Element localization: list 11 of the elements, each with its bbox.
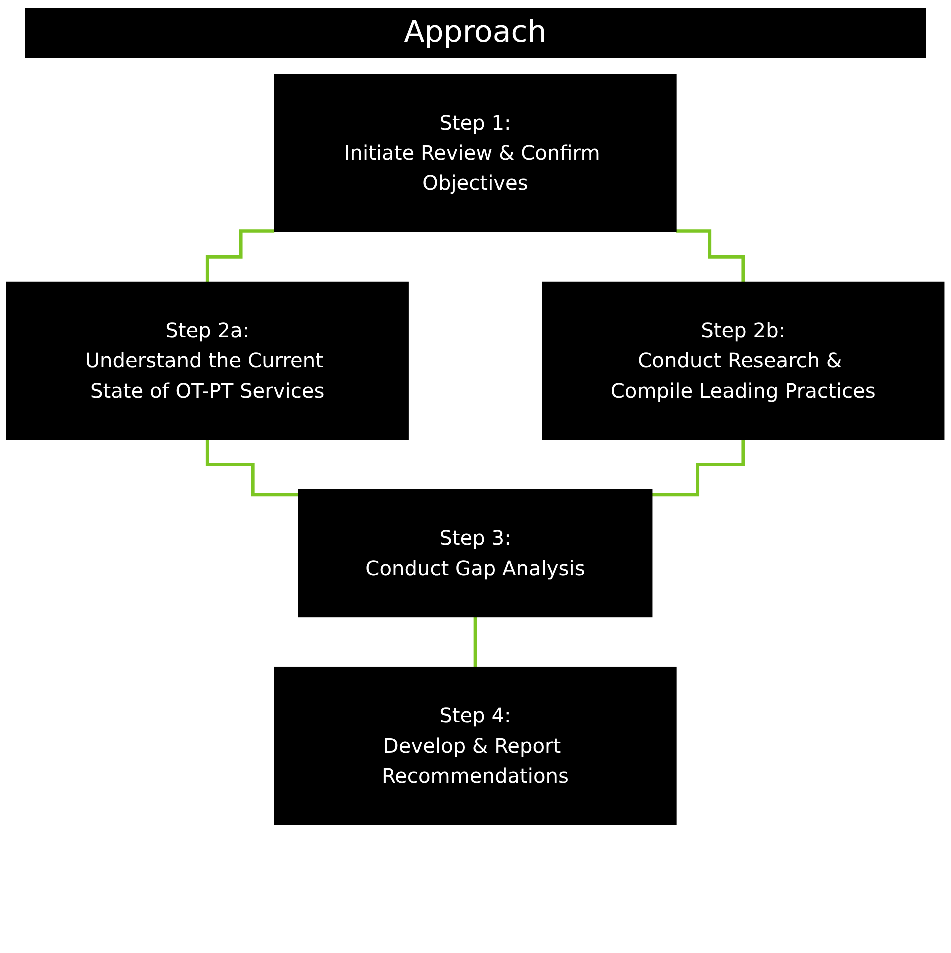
connector [652, 438, 746, 497]
node-box: Step 2b: Conduct Research & Compile Leading Practices [542, 282, 945, 440]
connector [676, 230, 746, 284]
node-box: Step 3: Conduct Gap Analysis [298, 490, 653, 618]
node-box: Step 1: Initiate Review & Confirm Objectives [274, 74, 677, 232]
title-banner: Approach [25, 8, 926, 58]
node-box: Step 4: Develop & Report Recommendations [274, 666, 677, 826]
connector [206, 230, 275, 284]
node-box: Step 2a: Understand the Current State of OT-PT Services [6, 282, 409, 440]
connector [206, 438, 299, 497]
connector [474, 616, 478, 670]
